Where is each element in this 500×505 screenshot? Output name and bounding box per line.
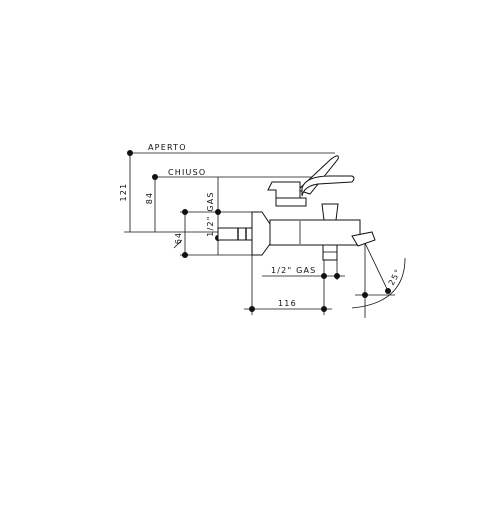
height-closed-label: 84 [145,192,154,205]
eccentric-fitting [217,227,253,241]
angle-spout-line [364,242,389,292]
cartridge-housing [267,181,301,199]
dimension-dot [362,292,368,298]
wall-escutcheon [251,211,271,256]
angle-label: 25° [387,267,403,287]
dimension-dot [127,150,133,156]
dimension-dot [385,288,391,294]
dimension-dot [182,209,188,215]
height-open-label: 121 [119,183,128,202]
spout [351,231,376,247]
gas-horizontal-label: 1/2" GAS [271,266,316,275]
chiuso-label: CHIUSO [168,168,206,177]
cartridge-collar [275,197,307,207]
diameter-symbol [173,239,183,249]
angle-arc [351,257,406,309]
diverter-knob [321,203,339,221]
width-label: 116 [278,299,297,308]
dimension-dot [182,252,188,258]
aperto-label: APERTO [148,143,187,152]
dimension-dot [249,306,255,312]
mixer-body [269,219,361,246]
lever-closed-position [301,175,355,197]
dimension-dot [152,174,158,180]
diameter-label: 64 [174,232,183,245]
gas-vertical-label: 1/2" GAS [206,191,215,236]
shower-outlet-connection [322,244,338,261]
dimension-dot [321,306,327,312]
